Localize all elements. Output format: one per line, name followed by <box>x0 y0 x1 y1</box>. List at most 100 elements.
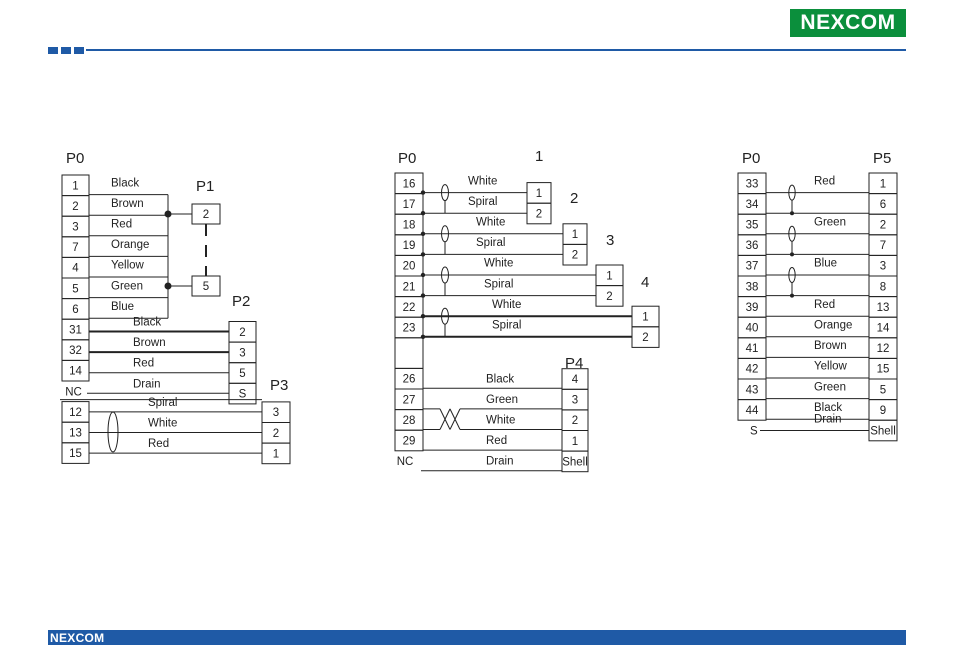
p0-mid-pin: 29 <box>403 436 416 448</box>
wire-label-brown: Brown <box>814 340 847 352</box>
wire-label-spiral: Spiral <box>468 196 497 208</box>
group-3-pin-box <box>595 285 624 307</box>
group-4-pin-box <box>631 326 660 348</box>
p5-pin-box-label: 6 <box>880 199 886 211</box>
p0-mid-cell <box>394 337 424 369</box>
p0-left-pin: 12 <box>69 407 82 419</box>
group-3-pin-box-label: 2 <box>606 291 612 303</box>
p1-pin-box-label: 2 <box>203 209 209 221</box>
p0-mid-pin: 23 <box>403 323 416 335</box>
wire-label-white: White <box>148 418 177 430</box>
wire-label-black: Black <box>814 402 842 414</box>
group-4-pin-box-label: 1 <box>642 312 648 324</box>
group-2-label: 2 <box>570 190 578 207</box>
footer-logo: NEXCOM <box>50 630 104 645</box>
p5-label: P5 <box>873 150 891 167</box>
wire-label-brown: Brown <box>133 337 166 349</box>
crossover-line <box>439 408 451 430</box>
p5-pin-box-label: 8 <box>880 281 886 293</box>
group-1-pin-box <box>526 202 552 225</box>
p0-mid-pin: 20 <box>403 261 416 273</box>
wire-label-yellow: Yellow <box>111 260 145 272</box>
wire-label-red: Red <box>486 435 507 447</box>
wire-label-red: Red <box>814 299 835 311</box>
p0-right-pin: 41 <box>746 343 759 355</box>
junction-dot <box>420 314 426 319</box>
group-2-pin-box <box>562 243 588 266</box>
wire-label-red: Red <box>148 438 169 450</box>
p3-pin-box-label: 1 <box>273 448 279 460</box>
p0-right-pin: 36 <box>746 240 759 252</box>
p0-mid-pin: 19 <box>403 240 416 252</box>
junction-dot <box>790 252 794 257</box>
wire-label-white: White <box>476 217 505 229</box>
p0-right-pin: 44 <box>746 405 759 417</box>
p0-left-pin: 7 <box>72 242 78 254</box>
p5-pin-box-label: Shell <box>870 426 896 438</box>
p0-left-pin: 32 <box>69 345 82 357</box>
wire-label-white: White <box>486 415 515 427</box>
p3-pin-box-label: 2 <box>273 428 279 440</box>
p0-mid-pin: 18 <box>403 220 416 232</box>
p0-mid-cell <box>394 429 424 452</box>
junction-dot <box>420 293 426 298</box>
p5-pin-box-label: 5 <box>880 384 886 396</box>
wire-label-white: White <box>468 175 497 187</box>
p0-right-pin: 33 <box>746 178 759 190</box>
wire-label-red: Red <box>133 358 154 370</box>
wire-label-green: Green <box>814 381 846 393</box>
p0-left-pin: 14 <box>69 366 82 378</box>
group-2-pin-box-label: 1 <box>572 229 578 241</box>
junction-dot <box>420 334 426 339</box>
p0-left-pin: 6 <box>72 304 78 316</box>
p0-left-pin: 15 <box>69 448 82 460</box>
p4-pin-box-label: 1 <box>572 436 578 448</box>
wire-label-black: Black <box>486 373 514 385</box>
group-4-label: 4 <box>641 274 649 291</box>
p0-left-pin: 31 <box>69 325 82 337</box>
wire-label-green: Green <box>814 217 846 229</box>
junction-dot <box>420 252 426 257</box>
header-square <box>61 47 71 54</box>
wire-label-white: White <box>492 299 521 311</box>
p0-right-pin: 40 <box>746 323 759 335</box>
p4-label: P4 <box>565 355 583 372</box>
p5-pin-box-label: 3 <box>880 261 886 273</box>
group-3-pin-box-label: 1 <box>606 270 612 282</box>
p5-pin-box-label: 13 <box>877 302 890 314</box>
wire-label-white: White <box>484 258 513 270</box>
p0-right-pin: 35 <box>746 220 759 232</box>
wire-label-green: Green <box>486 394 518 406</box>
p0-right-pin: 38 <box>746 281 759 293</box>
logo-text: NEXCOM <box>800 11 896 34</box>
wire-label-drain: Drain <box>814 414 841 426</box>
group-4-pin-box-label: 2 <box>642 332 648 344</box>
group-2-pin-box-label: 2 <box>572 250 578 262</box>
p5-pin-box-label: 2 <box>880 220 886 232</box>
wire-label-black: Black <box>133 317 161 329</box>
p0-left-cell <box>61 359 90 382</box>
junction-dot <box>420 190 426 195</box>
p0-right-label: P0 <box>742 150 760 167</box>
group-1-pin-box-label: 1 <box>536 188 542 200</box>
wire-label-blue: Blue <box>814 258 837 270</box>
wire-label-spiral: Spiral <box>492 320 521 332</box>
p3-pin-box <box>261 442 291 465</box>
footer-logo-text: NEXCOM <box>50 630 105 645</box>
junction-dot <box>420 211 426 216</box>
p2-pin-box-label: S <box>239 389 247 401</box>
wire-label-orange: Orange <box>111 239 149 251</box>
crossover-line <box>449 408 461 430</box>
header-rule <box>86 49 906 51</box>
p0-mid-pin: 26 <box>403 374 416 386</box>
p0-mid-pin: 28 <box>403 415 416 427</box>
p0-mid-pin: 21 <box>403 281 416 293</box>
header-square <box>48 47 58 54</box>
p0-right-pin: 37 <box>746 261 759 273</box>
p0-left-pin: 1 <box>72 180 78 192</box>
group-3-label: 3 <box>606 232 614 249</box>
wire-label-green: Green <box>111 280 143 292</box>
p0-left-pin: 2 <box>72 201 78 213</box>
p0-mid-pin: 27 <box>403 394 416 406</box>
p0-mid-nc: NC <box>397 456 414 468</box>
